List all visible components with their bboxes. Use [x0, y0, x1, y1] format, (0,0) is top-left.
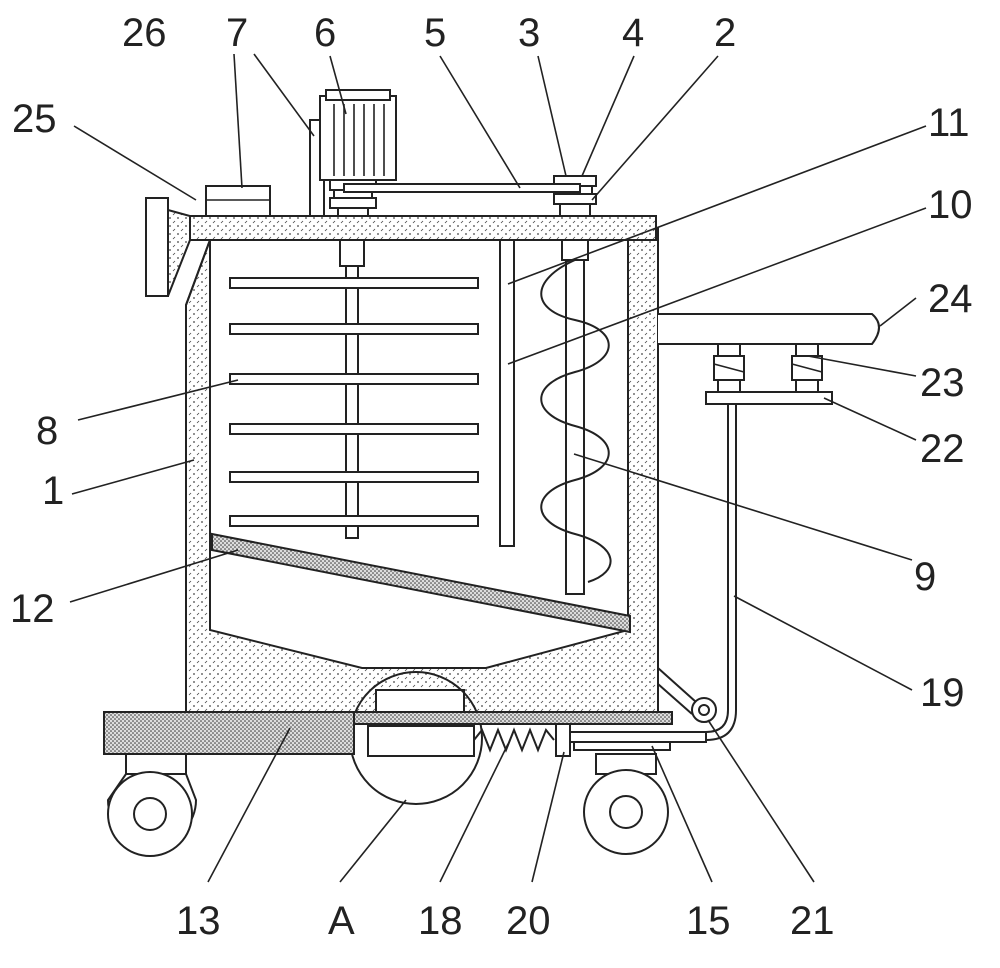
label-9: 9 [914, 555, 936, 599]
reference-labels: 26 7 6 5 3 4 2 25 11 10 24 23 22 8 1 9 1… [10, 11, 973, 943]
screw-shaft [561, 239, 589, 595]
motor-fins [333, 104, 385, 176]
fixed-rod [499, 239, 515, 547]
label-7: 7 [226, 11, 248, 55]
label-22: 22 [920, 427, 965, 471]
label-11: 11 [928, 101, 970, 145]
label-6: 6 [314, 11, 336, 55]
label-a: A [328, 899, 355, 943]
spring [473, 727, 555, 753]
label-20: 20 [506, 899, 551, 943]
push-rod [569, 731, 707, 743]
inlet-box [145, 197, 169, 297]
tank-shell [185, 227, 659, 713]
slide-gate [367, 725, 475, 757]
stirring-paddles [229, 277, 479, 527]
screw-helix [540, 259, 612, 583]
label-25: 25 [12, 97, 57, 141]
pressure-pad [705, 391, 833, 405]
guide-block [573, 741, 671, 751]
wheel-left [106, 753, 198, 857]
drive-belt [343, 183, 581, 193]
label-19: 19 [920, 671, 965, 715]
label-13: 13 [176, 899, 221, 943]
label-8: 8 [36, 409, 58, 453]
label-5: 5 [424, 11, 446, 55]
spring-stop [555, 723, 571, 757]
label-2: 2 [714, 11, 736, 55]
inlet-chute [167, 208, 191, 297]
pulley-right [553, 175, 597, 217]
base-rail [353, 711, 673, 725]
label-3: 3 [518, 11, 540, 55]
label-12: 12 [10, 587, 55, 631]
label-21: 21 [790, 899, 835, 943]
label-4: 4 [622, 11, 644, 55]
pull-rope [705, 404, 737, 741]
label-23: 23 [920, 361, 965, 405]
buffer-springs [713, 341, 823, 393]
label-18: 18 [418, 899, 463, 943]
label-24: 24 [928, 277, 973, 321]
label-10: 10 [928, 183, 973, 227]
leader-lines [69, 53, 927, 883]
support-arm [658, 313, 880, 345]
top-cap [205, 185, 271, 217]
wheel-right [583, 753, 669, 855]
inclined-screen [211, 532, 631, 634]
label-1: 1 [42, 469, 64, 513]
label-26: 26 [122, 11, 167, 55]
base-plate [103, 711, 355, 755]
tank-lid [189, 215, 657, 241]
label-15: 15 [686, 899, 731, 943]
